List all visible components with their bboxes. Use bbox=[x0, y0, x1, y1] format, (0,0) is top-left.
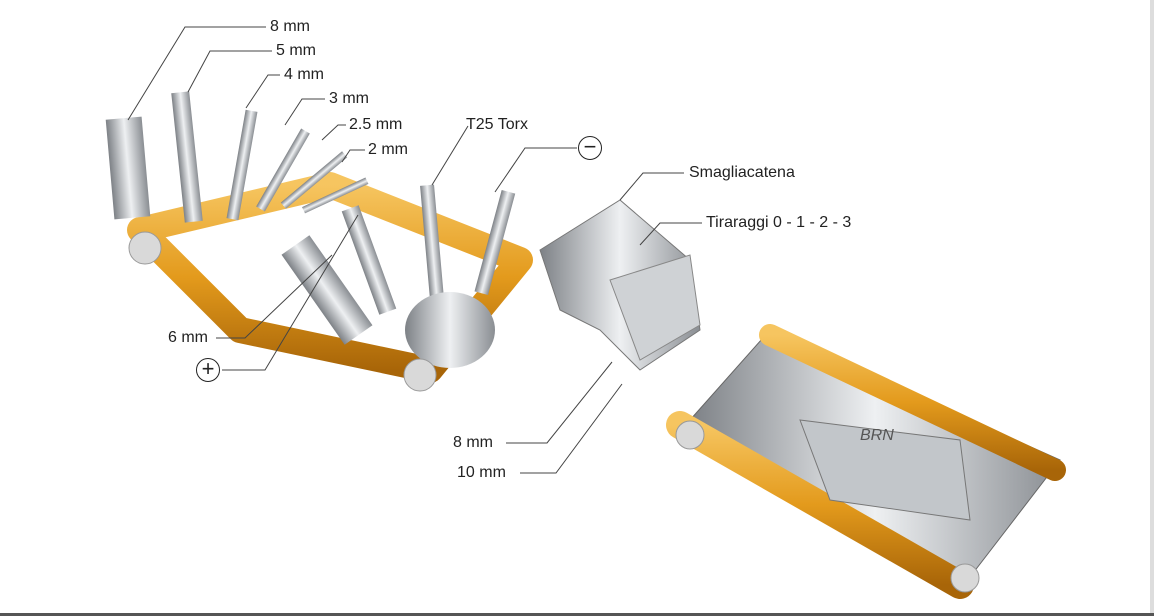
label-wrench-10mm: 10 mm bbox=[457, 464, 506, 481]
flathead-minus-icon: − bbox=[578, 136, 602, 160]
folded-multitool: BRN bbox=[666, 324, 1066, 599]
label-hex-5mm: 5 mm bbox=[276, 42, 316, 59]
bottom-edge bbox=[0, 613, 1154, 616]
label-hex-8mm: 8 mm bbox=[270, 18, 310, 35]
label-hex-2-5mm: 2.5 mm bbox=[349, 116, 403, 133]
label-chain-tool: Smagliacatena bbox=[689, 164, 795, 181]
label-wrench-8mm: 8 mm bbox=[453, 434, 493, 451]
label-hex-4mm: 4 mm bbox=[284, 66, 324, 83]
open-multitool bbox=[105, 91, 701, 392]
label-spoke-wrench: Tiraraggi 0 - 1 - 2 - 3 bbox=[706, 214, 852, 231]
label-torx: T25 Torx bbox=[466, 116, 528, 133]
label-hex-2mm: 2 mm bbox=[368, 141, 408, 158]
brand-logo: BRN bbox=[860, 427, 894, 444]
label-hex-3mm: 3 mm bbox=[329, 90, 369, 107]
label-hex-6mm: 6 mm bbox=[168, 329, 208, 346]
scrollbar[interactable] bbox=[1150, 0, 1154, 616]
phillips-plus-icon: + bbox=[196, 358, 220, 382]
leader-lines bbox=[127, 26, 702, 474]
